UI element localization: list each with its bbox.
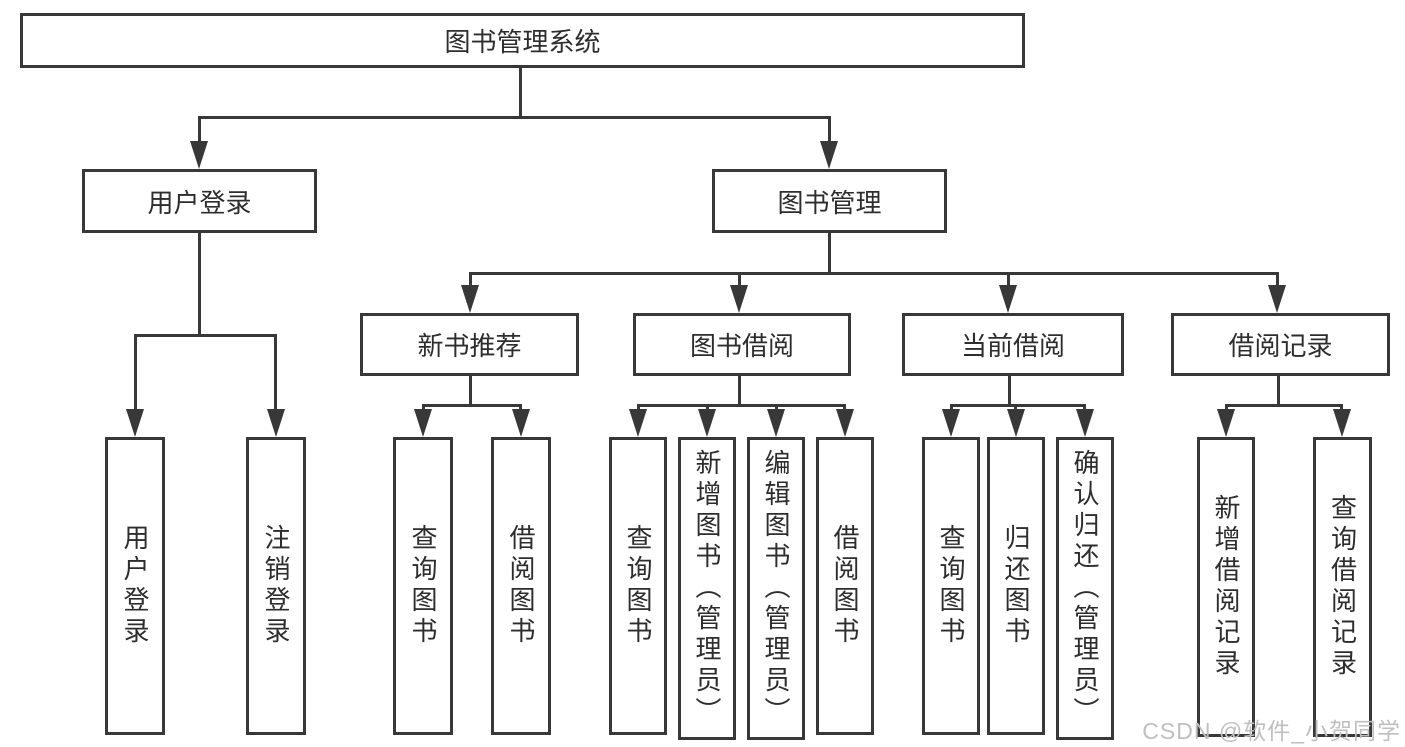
leaf-borrow-books-2: 借阅图书 bbox=[816, 437, 874, 735]
connector-line bbox=[198, 116, 201, 143]
connector-line bbox=[519, 68, 522, 117]
arrowhead-down-icon bbox=[1217, 409, 1235, 437]
arrowhead-down-icon bbox=[414, 409, 432, 437]
node-current-borrow: 当前借阅 bbox=[902, 313, 1124, 376]
node-book-management: 图书管理 bbox=[712, 169, 947, 233]
connector-line bbox=[274, 334, 277, 411]
node-new-book-recommend: 新书推荐 bbox=[360, 313, 579, 376]
arrowhead-down-icon bbox=[267, 409, 285, 437]
arrowhead-down-icon bbox=[512, 409, 530, 437]
arrowhead-down-icon bbox=[1076, 409, 1094, 437]
connector-line bbox=[134, 334, 137, 411]
connector-line bbox=[1083, 404, 1086, 412]
connector-line bbox=[1014, 404, 1017, 412]
connector-line bbox=[1007, 272, 1010, 288]
connector-line bbox=[637, 404, 640, 412]
leaf-confirm-return-admin: 确认归还（管理员） bbox=[1056, 437, 1114, 740]
connector-line bbox=[519, 404, 522, 412]
arrowhead-down-icon bbox=[942, 409, 960, 437]
arrowhead-down-icon bbox=[999, 285, 1017, 313]
connector-line bbox=[469, 376, 472, 406]
leaf-query-books-2: 查询图书 bbox=[609, 437, 667, 735]
arrowhead-down-icon bbox=[767, 409, 785, 437]
connector-line bbox=[950, 404, 953, 412]
leaf-add-borrow-record: 新增借阅记录 bbox=[1197, 437, 1255, 737]
leaf-logout: 注销登录 bbox=[246, 437, 306, 735]
connector-line bbox=[1225, 404, 1228, 412]
connector-line bbox=[469, 272, 472, 288]
leaf-query-borrow-record: 查询借阅记录 bbox=[1313, 437, 1372, 737]
node-book-borrow: 图书借阅 bbox=[633, 313, 851, 376]
connector-line bbox=[1277, 376, 1280, 406]
connector-line bbox=[738, 272, 741, 288]
leaf-user-login: 用户登录 bbox=[105, 437, 165, 735]
connector-line bbox=[198, 233, 201, 336]
arrowhead-down-icon bbox=[836, 409, 854, 437]
connector-line bbox=[637, 404, 846, 407]
leaf-add-book-admin: 新增图书（管理员） bbox=[678, 437, 736, 740]
connector-line bbox=[198, 116, 830, 119]
connector-line bbox=[1276, 272, 1279, 288]
connector-line bbox=[422, 404, 425, 412]
connector-line bbox=[1225, 404, 1343, 407]
connector-line bbox=[738, 376, 741, 406]
arrowhead-down-icon bbox=[190, 141, 208, 169]
arrowhead-down-icon bbox=[1333, 409, 1351, 437]
arrowhead-down-icon bbox=[820, 141, 838, 169]
connector-line bbox=[706, 404, 709, 412]
connector-line bbox=[950, 404, 1086, 407]
arrowhead-down-icon bbox=[730, 285, 748, 313]
connector-line bbox=[1008, 376, 1011, 406]
connector-line bbox=[843, 404, 846, 412]
connector-line bbox=[422, 404, 522, 407]
connector-line bbox=[1340, 404, 1343, 412]
connector-line bbox=[828, 116, 831, 143]
leaf-return-book: 归还图书 bbox=[987, 437, 1045, 735]
leaf-query-books-1: 查询图书 bbox=[393, 437, 453, 735]
connector-line bbox=[775, 404, 778, 412]
arrowhead-down-icon bbox=[1268, 285, 1286, 313]
arrowhead-down-icon bbox=[698, 409, 716, 437]
arrowhead-down-icon bbox=[126, 409, 144, 437]
node-root: 图书管理系统 bbox=[20, 13, 1025, 68]
connector-line bbox=[134, 334, 277, 337]
arrowhead-down-icon bbox=[461, 285, 479, 313]
arrowhead-down-icon bbox=[1007, 409, 1025, 437]
node-borrow-records: 借阅记录 bbox=[1171, 313, 1390, 376]
leaf-borrow-books-1: 借阅图书 bbox=[491, 437, 551, 735]
leaf-query-books-3: 查询图书 bbox=[922, 437, 980, 735]
leaf-edit-book-admin: 编辑图书（管理员） bbox=[747, 437, 805, 740]
arrowhead-down-icon bbox=[629, 409, 647, 437]
connector-line bbox=[828, 233, 831, 274]
connector-line bbox=[469, 272, 1278, 275]
node-user-login: 用户登录 bbox=[82, 169, 317, 233]
watermark: CSDN @软件_小贺同学 bbox=[1142, 718, 1401, 744]
